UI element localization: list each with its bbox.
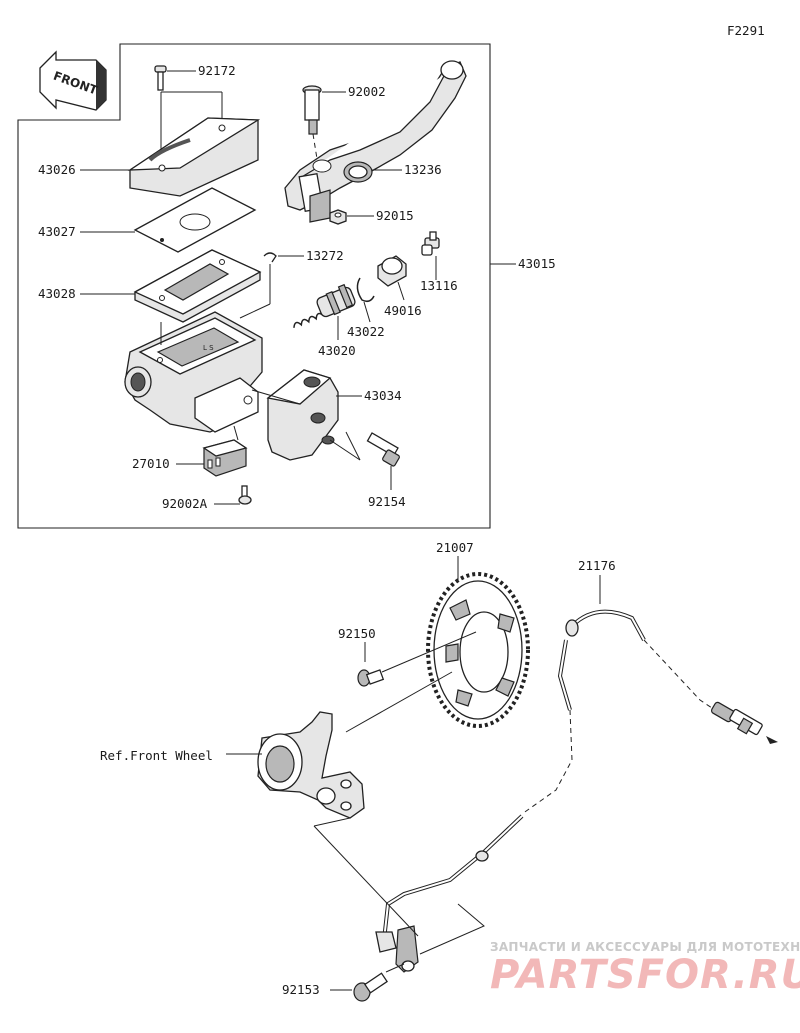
- bolt-92153: [353, 972, 388, 1002]
- switch-13116: [421, 231, 440, 256]
- label-13236: 13236: [404, 162, 442, 177]
- label-92002: 92002: [348, 84, 386, 99]
- nut-92015: [329, 209, 347, 225]
- label-92153: 92153: [282, 982, 320, 997]
- diaphragm-plate-43027: [133, 187, 257, 253]
- label-13116: 13116: [420, 278, 458, 293]
- diaphragm-43028: [133, 249, 262, 323]
- label-43027: 43027: [38, 224, 76, 239]
- label-21176: 21176: [578, 558, 616, 573]
- bolt-92150: [357, 669, 385, 687]
- figure-code: F2291: [727, 23, 765, 38]
- sensor-bracket: [257, 711, 365, 819]
- label-92150: 92150: [338, 626, 376, 641]
- screw-92172: [154, 65, 167, 91]
- label-92002A: 92002A: [162, 496, 208, 511]
- label-43020: 43020: [318, 343, 356, 358]
- watermark-tagline: ЗАПЧАСТИ И АКСЕССУАРЫ ДЛЯ МОТОТЕХНИКИ: [490, 940, 800, 954]
- master-cylinder-body: L S: [124, 311, 263, 433]
- piston-kit-43020: [293, 283, 356, 328]
- label-43022: 43022: [347, 324, 385, 339]
- boot-49016: [377, 255, 407, 287]
- label-43034: 43034: [364, 388, 402, 403]
- abs-rotor-21007: [426, 572, 530, 728]
- label-21007: 21007: [436, 540, 474, 555]
- adjuster-13236: [343, 161, 373, 183]
- clamp-43034: [266, 369, 339, 461]
- watermark-logo: PARTSFOR.RU: [490, 952, 800, 998]
- sensor-lower-cable: [375, 814, 524, 973]
- label-27010: 27010: [132, 456, 170, 471]
- circlip-43022: [356, 277, 375, 303]
- clip-13272: [263, 252, 277, 263]
- label-43015: 43015: [518, 256, 556, 271]
- label-49016: 49016: [384, 303, 422, 318]
- abs-sensor-cable-21176: [557, 609, 778, 744]
- reservoir-cap-43026: [127, 117, 261, 197]
- screw-92002A: [238, 485, 252, 505]
- label-43028: 43028: [38, 286, 76, 301]
- svg-text:L S: L S: [203, 344, 214, 352]
- assembly-frame: [17, 43, 491, 529]
- label-92154: 92154: [368, 494, 406, 509]
- label-ref-front-wheel: Ref.Front Wheel: [100, 748, 213, 763]
- label-92172: 92172: [198, 63, 236, 78]
- switch-27010: [202, 439, 248, 477]
- front-arrow-icon: FRONT: [39, 50, 107, 111]
- bolt-92154: [366, 432, 400, 467]
- label-43026: 43026: [38, 162, 76, 177]
- label-13272: 13272: [306, 248, 344, 263]
- label-92015: 92015: [376, 208, 414, 223]
- pivot-bolt-92002: [302, 85, 322, 135]
- brake-lever: [284, 60, 467, 223]
